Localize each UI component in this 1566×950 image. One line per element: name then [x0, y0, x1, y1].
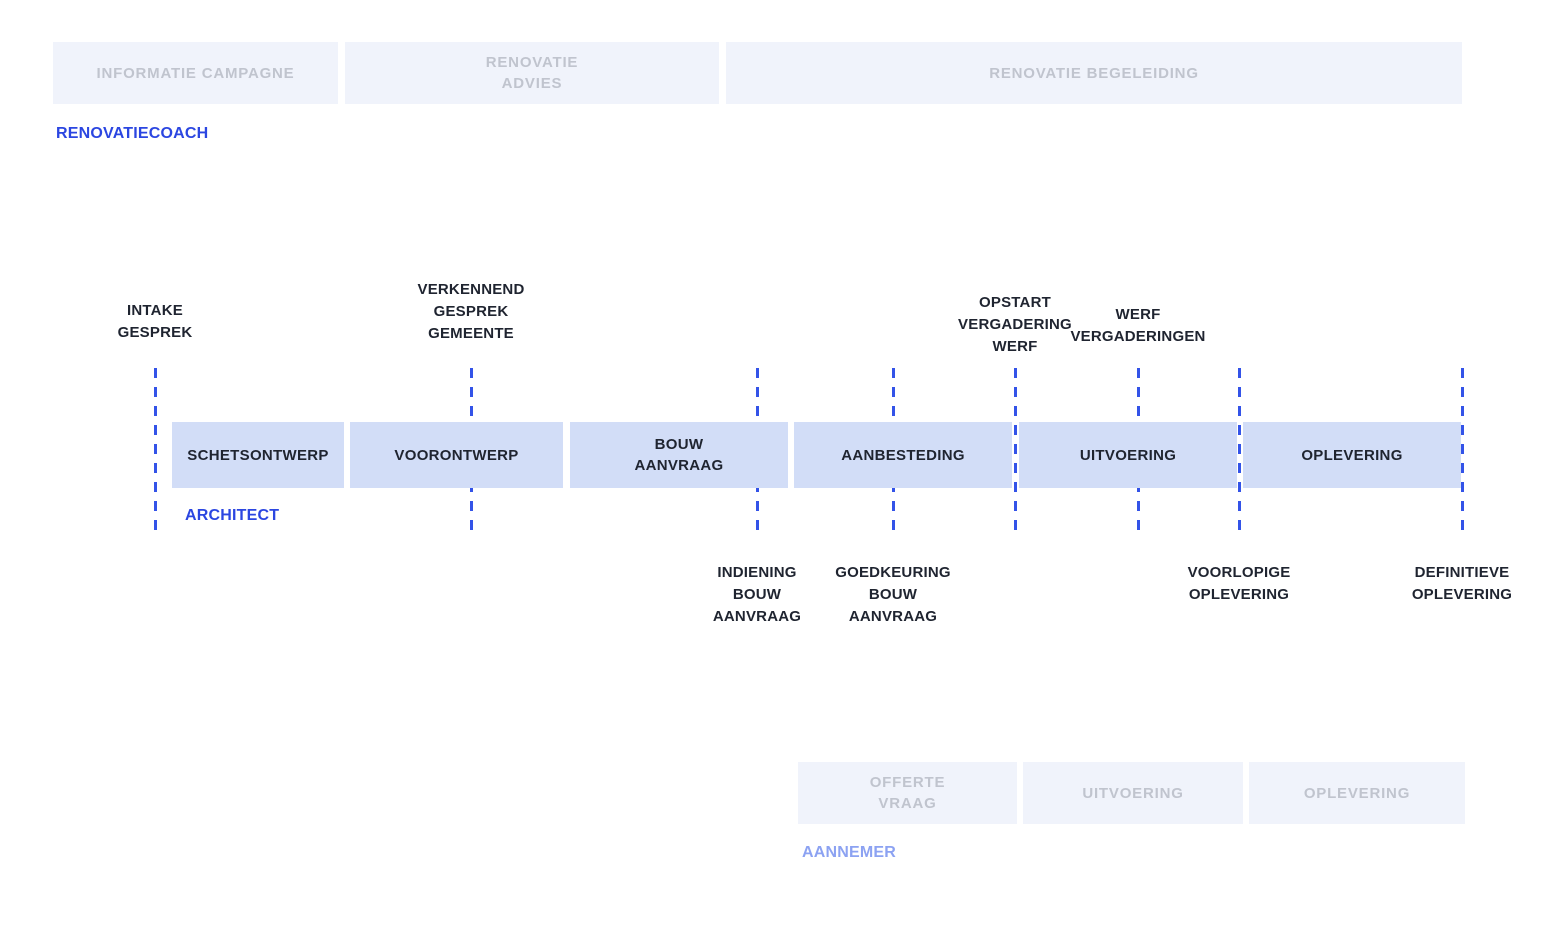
- phase-box-renovatiecoach: RENOVATIE ADVIES: [345, 42, 719, 104]
- phase-box-label-line: VOORONTWERP: [394, 446, 519, 464]
- milestone-label-line: WERF: [992, 338, 1038, 355]
- milestone-label-line: INDIENING: [717, 564, 797, 581]
- milestone-dash-line-definitieve-oplevering: [1461, 368, 1464, 532]
- phase-box-architect: OPLEVERING: [1243, 422, 1461, 488]
- milestone-label-voorlopige-oplevering: VOORLOPIGE OPLEVERING: [1129, 562, 1349, 606]
- milestone-label-line: OPSTART: [979, 294, 1051, 311]
- role-label-aannemer: AANNEMER: [802, 844, 897, 861]
- milestone-label-definitieve-oplevering: DEFINITIEVE OPLEVERING: [1352, 562, 1566, 606]
- milestone-label-line: OPLEVERING: [1188, 586, 1290, 603]
- phase-box-architect: SCHETSONTWERP: [172, 422, 344, 488]
- phase-box-architect: UITVOERING: [1019, 422, 1237, 488]
- milestone-label-line: AANVRAAG: [712, 608, 802, 625]
- milestone-label-verkennend-gesprek-gemeente: VERKENNEND GESPREK GEMEENTE: [361, 279, 581, 345]
- milestone-dash-line-opstart-vergadering-werf: [1014, 368, 1017, 532]
- phase-box-label-line: OPLEVERING: [1303, 784, 1411, 802]
- milestone-label-line: AANVRAAG: [848, 608, 938, 625]
- milestone-label-line: GESPREK: [117, 324, 193, 341]
- milestone-label-line: VERGADERING: [958, 316, 1072, 333]
- phase-box-label-line: VRAAG: [878, 795, 937, 812]
- phase-box-label-line: AANVRAAG: [634, 457, 724, 474]
- milestone-label-goedkeuring-bouw-aanvraag: GOEDKEURING BOUW AANVRAAG: [783, 562, 1003, 628]
- milestone-label-line: BOUW: [868, 586, 918, 603]
- milestone-label-opstart-vergadering-werf: OPSTART VERGADERING WERF: [905, 292, 1125, 358]
- phase-box-label-line: ADVIES: [501, 75, 563, 92]
- phase-box-architect: BOUW AANVRAAG: [570, 422, 788, 488]
- milestone-label-line: GESPREK: [433, 303, 509, 320]
- phase-box-label-line: INFORMATIE CAMPAGNE: [96, 64, 295, 82]
- milestone-label-line: INTAKE: [127, 302, 183, 319]
- role-label-architect: ARCHITECT: [185, 507, 280, 524]
- phase-box-label-line: RENOVATIE BEGELEIDING: [989, 64, 1199, 82]
- milestone-label-line: VERKENNEND: [417, 281, 525, 298]
- milestone-label-line: DEFINITIEVE: [1414, 564, 1510, 581]
- milestone-label-line: GOEDKEURING: [835, 564, 951, 581]
- milestone-label-indiening-bouw-aanvraag: INDIENING BOUW AANVRAAG: [647, 562, 867, 628]
- milestone-label-line: GEMEENTE: [428, 325, 514, 342]
- phase-box-architect: VOORONTWERP: [350, 422, 563, 488]
- phase-box-renovatiecoach: INFORMATIE CAMPAGNE: [53, 42, 338, 104]
- milestone-label-line: WERF: [1115, 306, 1161, 323]
- milestone-label-line: OPLEVERING: [1411, 586, 1513, 603]
- milestone-label-line: VERGADERINGEN: [1070, 328, 1206, 345]
- milestone-label-line: VOORLOPIGE: [1187, 564, 1291, 581]
- phase-box-label-line: RENOVATIE: [485, 54, 579, 71]
- phase-box-label-line: SCHETSONTWERP: [187, 446, 329, 464]
- phase-box-label-line: BOUW: [654, 436, 704, 453]
- role-label-renovatiecoach: RENOVATIECOACH: [56, 125, 209, 142]
- phase-box-renovatiecoach: RENOVATIE BEGELEIDING: [726, 42, 1462, 104]
- milestone-label-line: BOUW: [732, 586, 782, 603]
- milestone-dash-line-intake-gesprek: [154, 368, 157, 532]
- phase-box-label-line: OFFERTE: [869, 774, 946, 791]
- milestone-label-intake-gesprek: INTAKE GESPREK: [45, 300, 265, 344]
- phase-box-aannemer: UITVOERING: [1023, 762, 1243, 824]
- milestone-label-werf-vergaderingen: WERF VERGADERINGEN: [1028, 304, 1248, 348]
- milestone-dash-line-voorlopige-oplevering: [1238, 368, 1241, 532]
- phase-box-aannemer: OFFERTE VRAAG: [798, 762, 1017, 824]
- phase-box-label-line: UITVOERING: [1079, 446, 1177, 464]
- phase-box-aannemer: OPLEVERING: [1249, 762, 1465, 824]
- phase-box-label-line: UITVOERING: [1082, 784, 1184, 802]
- phase-box-label-line: AANBESTEDING: [841, 446, 965, 464]
- phase-box-label-line: OPLEVERING: [1301, 446, 1403, 464]
- phase-box-architect: AANBESTEDING: [794, 422, 1012, 488]
